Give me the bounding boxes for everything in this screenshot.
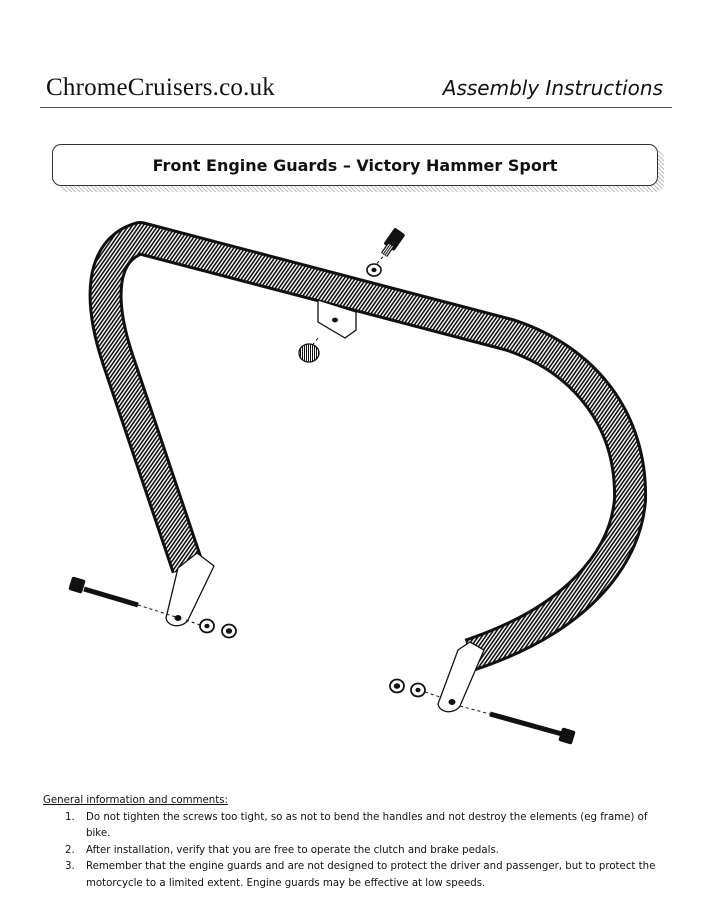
list-item: 3. Remember that the engine guards and a…	[43, 859, 673, 892]
right-mount-bracket	[437, 641, 485, 713]
document-title: Front Engine Guards – Victory Hammer Spo…	[152, 155, 558, 175]
center-washer	[366, 263, 382, 277]
general-notes: General information and comments: 1. Do …	[43, 793, 673, 892]
right-bolt	[459, 705, 576, 745]
notes-list: 1. Do not tighten the screws too tight, …	[43, 810, 673, 893]
list-item: 1. Do not tighten the screws too tight, …	[43, 810, 673, 843]
left-bolt	[68, 576, 177, 618]
center-bolt	[372, 228, 405, 269]
list-item-number: 2.	[65, 844, 75, 856]
notes-heading: General information and comments:	[43, 795, 228, 806]
document-type: Assembly Instructions	[442, 76, 663, 100]
left-mount-bracket	[165, 552, 215, 627]
right-nut	[389, 678, 405, 694]
list-item: 2. After installation, verify that you a…	[43, 843, 673, 860]
list-item-number: 3.	[65, 861, 75, 872]
center-mount-tab	[317, 299, 357, 339]
right-washer	[410, 682, 441, 698]
list-item-number: 1.	[65, 811, 75, 823]
guard-tube	[88, 221, 648, 672]
title-box: Front Engine Guards – Victory Hammer Spo…	[52, 144, 658, 186]
brand-logo-text: ChromeCruisers.co.uk	[46, 74, 275, 101]
list-item-text: Remember that the engine guards and are …	[86, 861, 656, 889]
header-divider	[40, 107, 672, 108]
list-item-text: After installation, verify that you are …	[86, 844, 500, 856]
left-washer	[185, 618, 215, 634]
left-nut	[221, 623, 237, 639]
list-item-text: Do not tighten the screws too tight, so …	[86, 811, 648, 840]
center-nut	[298, 337, 320, 363]
